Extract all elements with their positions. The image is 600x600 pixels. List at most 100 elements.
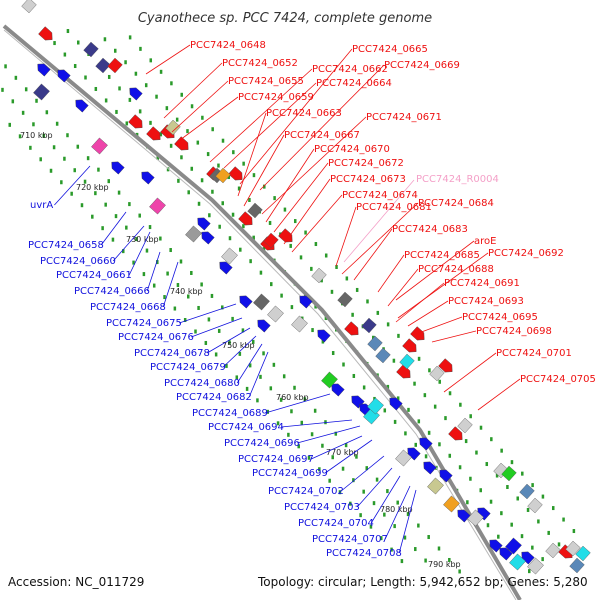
guide-dot-4 (190, 166, 194, 171)
reverse-gene-box (321, 371, 338, 389)
gene-label-forward: PCC7424_0659 (238, 92, 314, 103)
guide-dot-3 (383, 408, 387, 413)
guide-dot-4 (107, 74, 111, 79)
guide-dot-2 (66, 133, 69, 138)
guide-dot-4 (221, 201, 224, 206)
gene-label-reverse: PCC7424_0689 (192, 408, 268, 419)
reverse-gene-arrow (423, 461, 437, 475)
guide-dot-6 (469, 414, 472, 419)
label-connector (239, 48, 353, 185)
guide-dot-5 (516, 496, 519, 501)
guide-dot-6 (376, 310, 380, 315)
guide-dot-6 (263, 184, 266, 189)
gene-label-forward: PCC7424_0688 (418, 264, 494, 275)
gene-label-forward: PCC7424_0648 (190, 40, 266, 51)
label-connector (222, 335, 257, 368)
guide-dot-1 (114, 214, 118, 219)
gene-label-forward: PCC7424_0667 (284, 130, 360, 141)
guide-dot-3 (259, 270, 263, 275)
guide-dot-5 (444, 416, 447, 421)
guide-dot-5 (175, 117, 179, 122)
reverse-gene-arrow (129, 87, 143, 101)
guide-dot-5 (206, 152, 210, 157)
guide-dot-3 (321, 339, 325, 344)
guide-dot-3 (404, 431, 407, 436)
label-connector (443, 352, 497, 393)
guide-dot-0 (400, 559, 404, 564)
reverse-gene-box (221, 247, 238, 265)
reverse-gene-arrow (37, 63, 51, 77)
guide-dot-2 (417, 523, 420, 528)
guide-dot-0 (359, 513, 362, 518)
gene-label-reverse: uvrA (30, 200, 53, 211)
guide-dot-1 (238, 351, 242, 356)
guide-dot-5 (237, 186, 241, 191)
reverse-gene-arrow (457, 509, 471, 523)
guide-dot-4 (231, 212, 235, 217)
guide-dot-3 (280, 293, 283, 298)
guide-dot-0 (297, 444, 300, 449)
guide-dot-4 (128, 97, 132, 102)
guide-dot-2 (148, 225, 152, 230)
kbp-tick-label: 710 kbp (20, 131, 53, 140)
guide-dot-2 (117, 190, 121, 195)
reverse-gene-arrow (111, 161, 125, 175)
kbp-tick-label: 740 kbp (170, 287, 203, 296)
guide-dot-0 (194, 329, 197, 334)
guide-dot-0 (49, 168, 53, 173)
guide-dot-2 (76, 144, 80, 149)
reverse-gene-arrow (407, 447, 421, 461)
guide-dot-2 (251, 339, 255, 344)
forward-gene-box (83, 41, 99, 58)
guide-dot-5 (227, 175, 231, 180)
guide-dot-1 (21, 110, 25, 115)
forward-gene-arrow (344, 321, 359, 336)
guide-dot-3 (311, 328, 314, 333)
genome-backbone (2, 24, 522, 600)
guide-dot-6 (355, 287, 359, 292)
guide-dot-1 (197, 305, 200, 310)
forward-gene-box (337, 291, 353, 308)
reverse-gene-box (253, 293, 270, 311)
reverse-gene-box (443, 495, 460, 513)
gene-label-reverse: PCC7424_0668 (90, 302, 166, 313)
guide-dot-1 (310, 432, 314, 437)
guide-dot-2 (365, 466, 369, 471)
guide-dot-1 (125, 225, 128, 230)
reverse-gene-box (291, 315, 308, 333)
guide-dot-5 (485, 462, 489, 467)
guide-dot-4 (427, 430, 431, 435)
guide-dot-1 (145, 248, 149, 253)
guide-dot-6 (201, 115, 204, 120)
label-connector (237, 112, 267, 197)
label-connector (128, 231, 151, 276)
label-connector (248, 351, 269, 398)
guide-dot-2 (179, 259, 183, 264)
guide-dot-4 (489, 499, 493, 504)
guide-dot-2 (375, 477, 379, 482)
label-connector (340, 455, 385, 492)
forward-gene-box (215, 167, 231, 184)
gene-label-forward: PCC7424_0669 (384, 60, 460, 71)
guide-dot-3 (104, 98, 108, 103)
label-connector (163, 62, 223, 119)
guide-dot-1 (362, 489, 365, 494)
forward-gene-arrow (410, 326, 425, 341)
guide-dot-6 (572, 529, 576, 534)
guide-dot-0 (204, 340, 208, 345)
guide-dot-3 (125, 121, 129, 126)
guide-dot-5 (289, 243, 292, 248)
guide-dot-2 (4, 64, 7, 69)
guide-dot-1 (135, 237, 138, 242)
gene-label-forward: PCC7424_0664 (316, 78, 392, 89)
guide-dot-4 (118, 86, 121, 91)
gene-label-forward: PCC7424_0685 (404, 250, 480, 261)
forward-gene-box (519, 483, 535, 500)
guide-dot-1 (63, 156, 66, 161)
gene-label-forward: PCC7424_0662 (312, 64, 388, 75)
guide-dot-5 (506, 484, 509, 489)
label-connector (297, 425, 361, 444)
genome-backbone-shadow (3, 29, 517, 600)
gene-label-forward: PCC7424_0692 (488, 248, 564, 259)
